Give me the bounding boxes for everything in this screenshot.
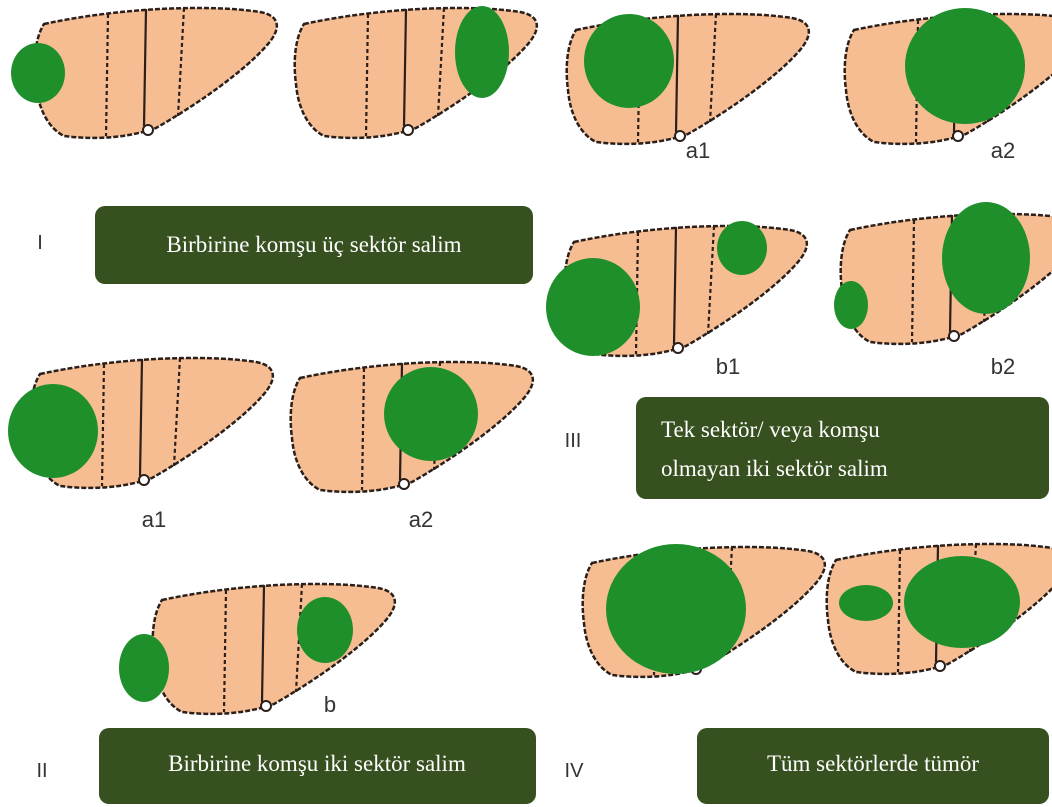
numeral-II: II	[36, 760, 47, 782]
tumor-III-b2a	[942, 202, 1030, 314]
caption-IV: Tüm sektörlerde tümör	[767, 751, 979, 776]
tumor-II-a1	[8, 384, 98, 478]
caption-box-III	[636, 397, 1049, 499]
tumor-I-1a	[11, 43, 65, 103]
tumor-III-b2b	[834, 281, 868, 329]
group-III: a1 a2 b1 b2 III Tek sektör/ veya komşu o…	[546, 8, 1052, 499]
numeral-III: III	[565, 430, 582, 452]
tumor-II-b1	[119, 634, 169, 702]
tumor-IV-1	[606, 544, 746, 674]
sublabel-III-b1: b1	[716, 354, 740, 379]
sublabel-II-a1: a1	[142, 507, 166, 532]
sublabel-III-a1: a1	[686, 138, 710, 163]
caption-I: Birbirine komşu üç sektör salim	[166, 232, 461, 257]
tumor-II-b2	[297, 597, 353, 663]
caption-II: Birbirine komşu iki sektör salim	[168, 751, 466, 776]
tumor-II-a2	[384, 367, 478, 461]
sublabel-II-a2: a2	[409, 507, 433, 532]
tumor-III-a1	[584, 14, 674, 108]
sublabel-III-a2: a2	[991, 138, 1015, 163]
tumor-III-b1b	[717, 221, 767, 275]
sublabel-III-b2: b2	[991, 354, 1015, 379]
group-IV: IV Tüm sektörlerde tümör	[565, 544, 1052, 804]
liver-I-1	[35, 8, 277, 138]
caption-III-line2: olmayan iki sektör salim	[661, 456, 888, 481]
tumor-III-b1a	[546, 258, 640, 356]
liver-II-b	[153, 584, 395, 714]
numeral-I: I	[37, 232, 43, 254]
numeral-IV: IV	[565, 760, 585, 782]
caption-III-line1: Tek sektör/ veya komşu	[661, 417, 880, 442]
tumor-III-a2	[905, 8, 1025, 124]
tumor-IV-2a	[904, 556, 1020, 648]
group-I: I Birbirine komşu üç sektör salim	[11, 6, 537, 284]
sublabel-II-b: b	[324, 692, 336, 717]
tumor-I-2a	[455, 6, 509, 98]
group-II: a1 a2 b II Birbirine komşu iki sektör sa…	[8, 358, 536, 804]
tumor-IV-2b	[839, 585, 893, 621]
